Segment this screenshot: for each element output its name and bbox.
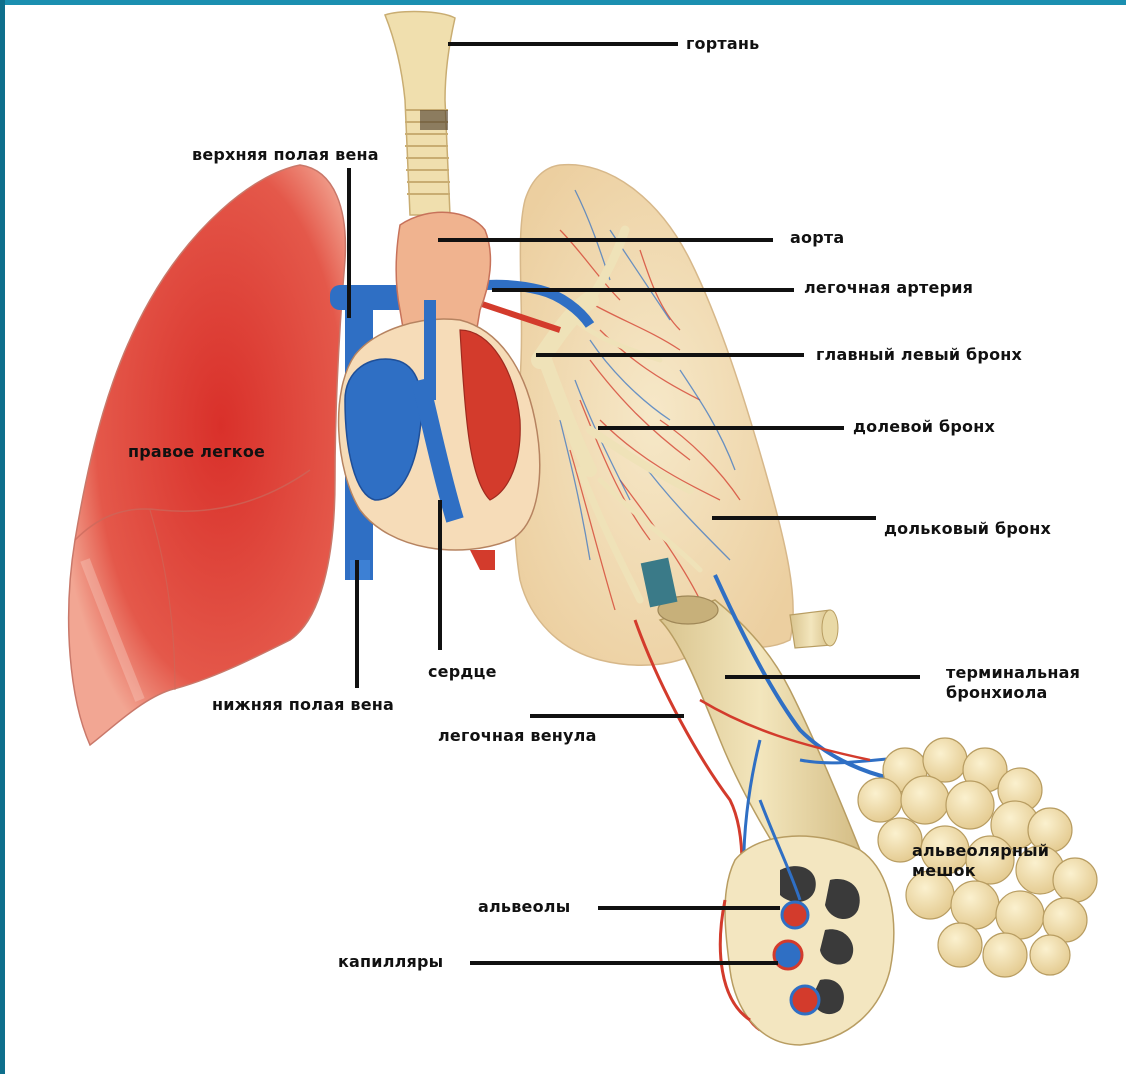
- leader-capillaries: [470, 961, 778, 965]
- label-superior-vena-cava: верхняя полая вена: [192, 146, 379, 164]
- leader-lobar-bronchus: [598, 426, 844, 430]
- label-main-left-bronchus: главный левый бронх: [816, 346, 1022, 364]
- alveoli-cross-section: [720, 800, 893, 1045]
- label-terminal-bronchiole-2: бронхиола: [946, 684, 1048, 702]
- leader-lobular-bronchus: [712, 516, 876, 520]
- label-inferior-vena-cava: нижняя полая вена: [212, 696, 394, 714]
- label-right-lung: правое легкое: [128, 443, 265, 461]
- label-larynx: гортань: [686, 35, 759, 53]
- leader-heart: [438, 500, 442, 650]
- leader-terminal-bronchiole: [725, 675, 920, 679]
- label-pulmonary-venule: легочная венула: [438, 727, 597, 745]
- leader-pulmonary-venule: [530, 714, 684, 718]
- label-heart: сердце: [428, 663, 497, 681]
- label-alveoli: альвеолы: [478, 898, 570, 916]
- leader-superior-vena-cava: [347, 168, 351, 318]
- label-capillaries: капилляры: [338, 953, 443, 971]
- label-alveolar-sac-2: мешок: [912, 862, 976, 880]
- label-aorta: аорта: [790, 229, 844, 247]
- label-pulmonary-artery: легочная артерия: [804, 279, 973, 297]
- leader-alveoli: [598, 906, 780, 910]
- leader-pulmonary-artery: [492, 288, 794, 292]
- leader-larynx: [448, 42, 678, 46]
- label-lobar-bronchus: долевой бронх: [853, 418, 995, 436]
- label-lobular-bronchus: дольковый бронх: [884, 520, 1051, 538]
- trachea-larynx: [385, 12, 455, 215]
- leader-main-left-bronchus: [536, 353, 804, 357]
- label-alveolar-sac-1: альвеолярный: [912, 842, 1049, 860]
- leader-aorta: [438, 238, 773, 242]
- label-terminal-bronchiole-1: терминальная: [946, 664, 1080, 682]
- leader-inferior-vena-cava: [355, 560, 359, 688]
